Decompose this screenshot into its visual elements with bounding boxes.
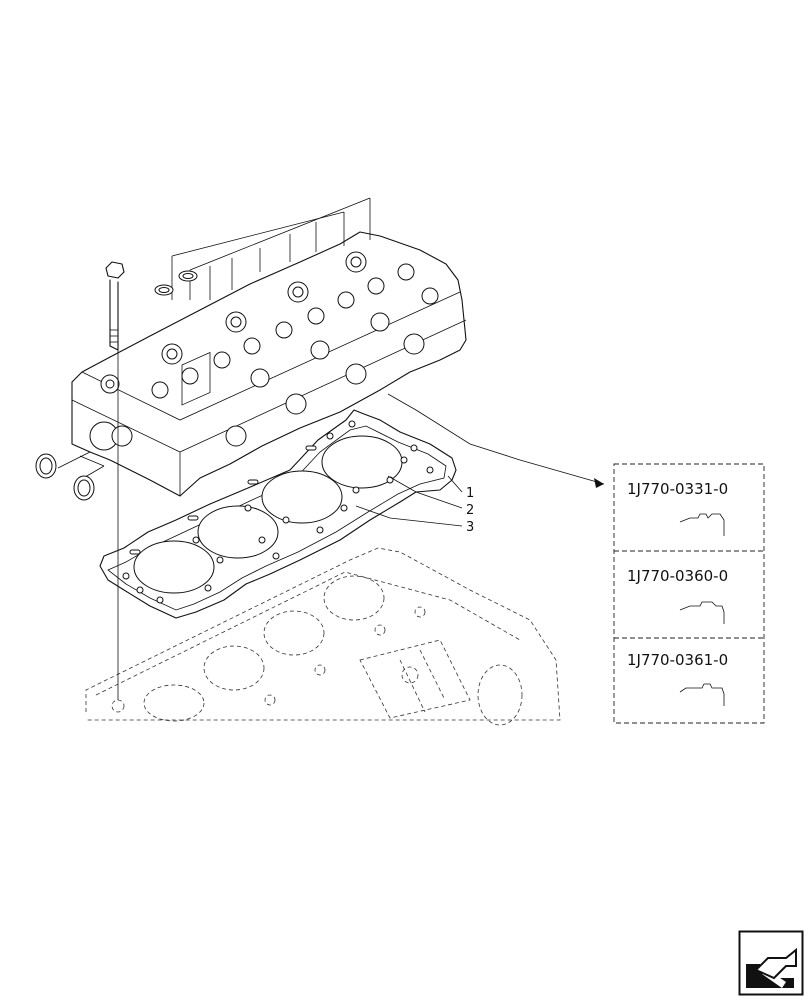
variant-part-number-3: 1J770-0361-0: [627, 651, 728, 669]
navigation-arrow-icon: [738, 930, 804, 996]
variant-profile-1: [679, 513, 725, 536]
callout-leaders: [355, 475, 463, 527]
variant-pointer-arrow: [387, 393, 605, 488]
head-bolt: [105, 261, 125, 351]
cylinder-head-gasket: [99, 409, 457, 619]
callout-2: 2: [466, 503, 474, 518]
variant-profile-2: [679, 601, 725, 624]
callout-1: 1: [466, 486, 474, 501]
cylinder-head: [71, 231, 467, 497]
engine-block-outline: [85, 547, 561, 726]
variants-panel: 1J770-0331-0 1J770-0360-0 1J770-0361-0: [613, 463, 765, 724]
variant-part-number-1: 1J770-0331-0: [627, 480, 728, 498]
variant-profile-3: [679, 683, 725, 706]
seal-rings: [35, 270, 198, 501]
exploded-view-guides: [57, 197, 371, 700]
variant-part-number-2: 1J770-0360-0: [627, 567, 728, 585]
callout-3: 3: [466, 520, 474, 535]
navigation-button[interactable]: [738, 930, 804, 996]
